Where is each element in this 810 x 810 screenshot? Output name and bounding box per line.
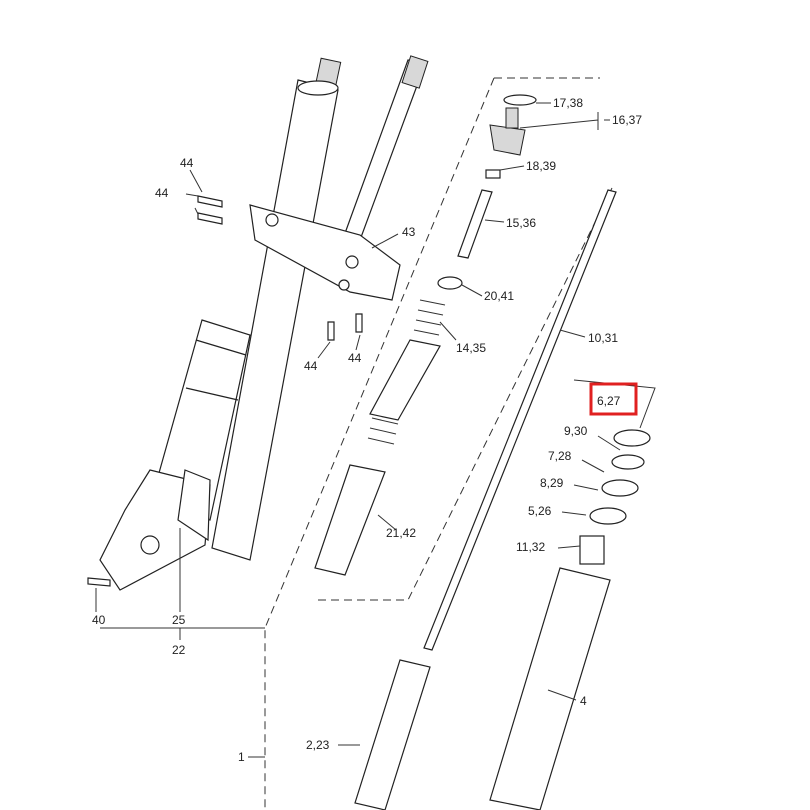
bracket-boundary [318,187,613,601]
spacer-21-42 [314,464,386,576]
highlight-box [589,382,638,416]
label-21-42: 21,42 [386,526,416,540]
nut-18-39 [485,169,501,179]
damper-rod-10-31 [423,189,617,651]
label-5-26: 5,26 [528,504,552,518]
label-7-28: 7,28 [548,449,572,463]
label-25: 25 [172,613,186,627]
cap-assembly [489,94,537,156]
label-44-bottom-left: 44 [304,359,318,373]
assembled-fork [99,57,342,591]
outer-tube-4 [489,567,611,810]
leader-lines [95,102,656,758]
seal-stack [579,429,651,565]
collar-20-41 [437,276,463,290]
label-43: 43 [402,225,416,239]
bolt-40 [87,577,111,587]
label-18-39: 18,39 [526,159,556,173]
spring-14-35 [367,299,446,445]
label-4: 4 [580,694,587,708]
label-17-38: 17,38 [553,96,583,110]
label-15-36: 15,36 [506,216,536,230]
inner-tube-2-23 [354,659,431,810]
label-1: 1 [238,750,245,764]
steering-stem [343,55,429,241]
label-10-31: 10,31 [588,331,618,345]
label-9-30: 9,30 [564,424,588,438]
label-44-top: 44 [180,156,194,170]
label-44-bottom-right: 44 [348,351,362,365]
label-8-29: 8,29 [540,476,564,490]
label-22: 22 [172,643,186,657]
label-14-35: 14,35 [456,341,486,355]
bolts-44 [197,195,363,341]
label-40: 40 [92,613,106,627]
label-20-41: 20,41 [484,289,514,303]
label-16-37: 16,37 [612,113,642,127]
rod-15-36 [457,189,493,259]
label-6-27: 6,27 [597,394,621,408]
lower-bracket [249,204,401,301]
inner-group-boundary [264,77,600,810]
label-11-32: 11,32 [516,540,545,554]
label-2-23: 2,23 [306,738,330,752]
label-44-left: 44 [155,186,169,200]
